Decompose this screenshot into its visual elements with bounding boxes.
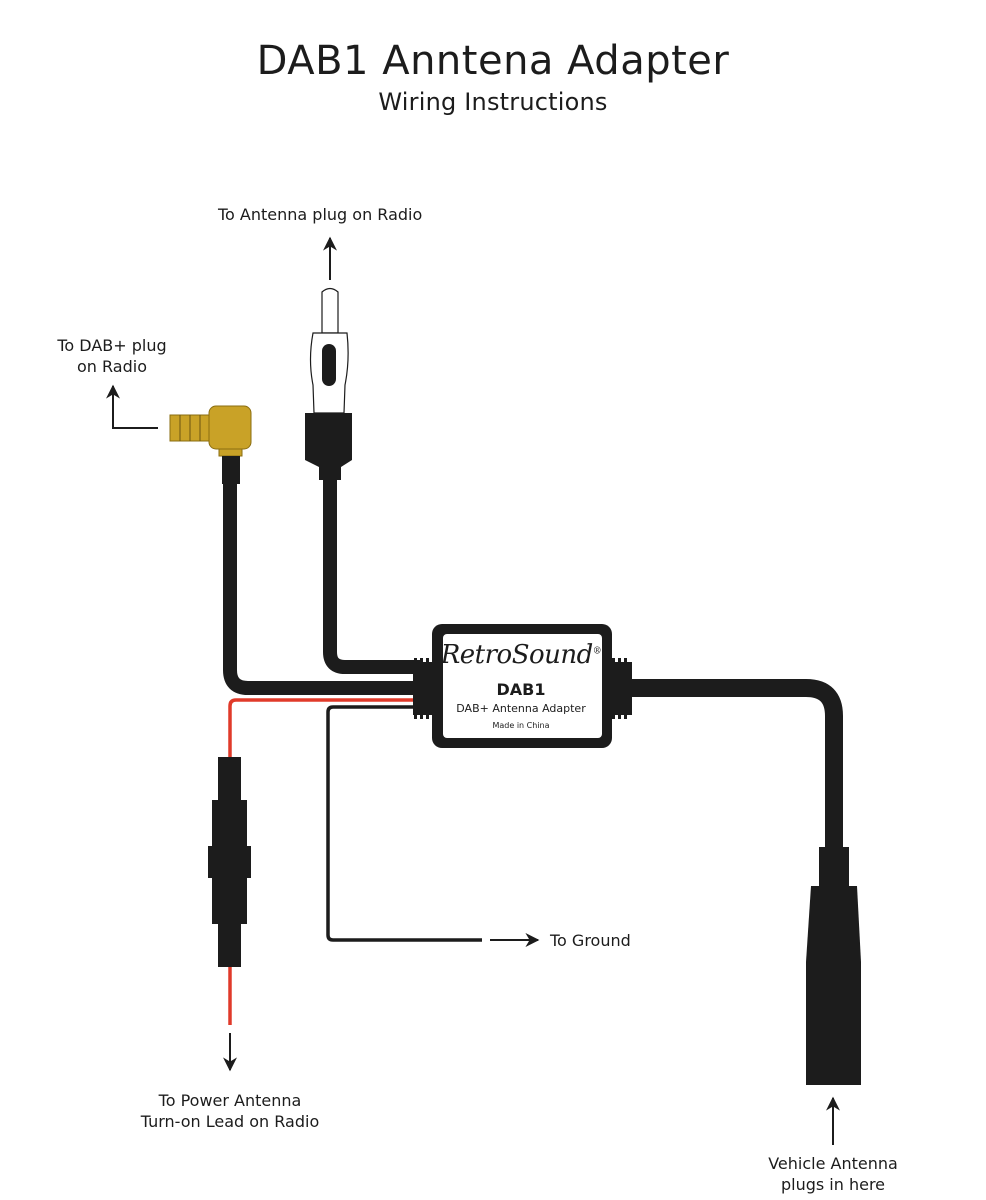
label-vehicle-line1: Vehicle Antenna <box>768 1154 898 1173</box>
device-model: DAB1 <box>496 680 546 699</box>
diagram-subtitle: Wiring Instructions <box>378 88 608 116</box>
label-power: To Power Antenna Turn-on Lead on Radio <box>120 1090 340 1132</box>
label-dab-plug: To DAB+ plug on Radio <box>52 335 172 377</box>
dab-plug-arrow-up-icon <box>106 384 158 429</box>
diagram-title: DAB1 Anntena Adapter <box>256 38 730 84</box>
label-dab-plug-line2: on Radio <box>77 357 147 376</box>
label-power-line1: To Power Antenna <box>158 1091 302 1110</box>
ground-wire <box>326 705 482 942</box>
vehicle-cable <box>630 679 843 850</box>
label-ground: To Ground <box>550 931 631 950</box>
power-wire <box>228 698 420 758</box>
dab-connector <box>169 405 252 484</box>
dab-cable <box>223 480 420 695</box>
fuse-holder <box>208 757 251 967</box>
vehicle-antenna-connector <box>806 847 861 1085</box>
label-power-line2: Turn-on Lead on Radio <box>140 1112 320 1131</box>
antenna-plug <box>305 287 352 480</box>
device-origin: Made in China <box>492 721 550 730</box>
label-antenna-plug: To Antenna plug on Radio <box>218 205 423 224</box>
label-dab-plug-line1: To DAB+ plug <box>57 336 167 355</box>
label-vehicle-antenna: Vehicle Antenna plugs in here <box>750 1153 916 1195</box>
antenna-cable <box>323 478 420 674</box>
registered-mark: ® <box>592 646 602 657</box>
device-description: DAB+ Antenna Adapter <box>456 702 586 715</box>
adapter-box <box>432 624 612 748</box>
label-vehicle-line2: plugs in here <box>780 1175 886 1194</box>
brand-name: RetroSound <box>440 640 594 670</box>
brand-logo: RetroSound® <box>436 640 606 670</box>
